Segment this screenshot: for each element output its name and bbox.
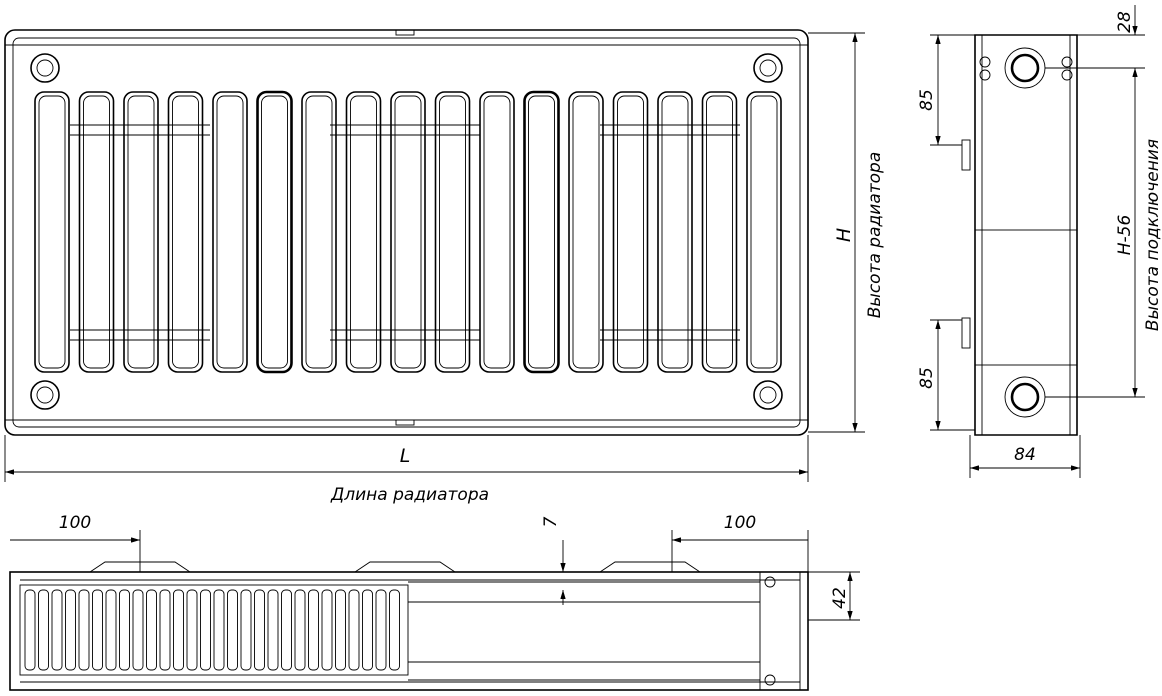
radiator-tube bbox=[256, 90, 293, 374]
gap-dimension: 7 bbox=[541, 516, 561, 527]
length-label: Длина радиатора bbox=[330, 485, 489, 505]
fin bbox=[294, 589, 306, 671]
fin bbox=[146, 589, 157, 671]
fin bbox=[227, 589, 238, 671]
bottom-offset-dimension: 85 bbox=[917, 367, 937, 389]
radiator-tube bbox=[657, 91, 693, 373]
front-view: H Высота радиатора L Длина радиатора bbox=[4, 29, 885, 505]
fin bbox=[186, 589, 198, 671]
fin bbox=[119, 589, 130, 671]
fin bbox=[132, 589, 144, 671]
bolt-icon bbox=[753, 380, 783, 410]
radiator-tube bbox=[345, 91, 382, 373]
fin bbox=[24, 589, 36, 671]
fin bbox=[173, 589, 184, 671]
connection-height-dimension: H-56 bbox=[1115, 215, 1135, 256]
fin bbox=[375, 589, 387, 671]
fin bbox=[389, 589, 400, 671]
fin bbox=[281, 589, 292, 671]
top-view: 100 100 7 42 bbox=[9, 513, 860, 691]
radiator-tube bbox=[123, 91, 159, 373]
fin bbox=[65, 589, 76, 671]
radiator-tube bbox=[701, 91, 738, 373]
radiator-tube bbox=[746, 91, 782, 373]
radiator-inner-frame bbox=[12, 37, 801, 428]
bolt-icon bbox=[30, 53, 60, 83]
fin bbox=[321, 589, 333, 671]
radiator-tube bbox=[523, 90, 560, 374]
bolt-icon bbox=[30, 380, 60, 410]
fin bbox=[92, 589, 103, 671]
radiator-tube bbox=[434, 91, 471, 373]
fin bbox=[38, 589, 49, 671]
radiator-tube bbox=[390, 91, 426, 373]
corner-bolts bbox=[30, 53, 783, 410]
bolt-icon bbox=[753, 53, 783, 83]
fin bbox=[240, 589, 252, 671]
fin bbox=[159, 589, 171, 671]
radiator-tubes bbox=[34, 90, 782, 374]
height-label: Высота радиатора bbox=[865, 152, 885, 319]
radiator-tube bbox=[212, 91, 248, 373]
height-42-dimension: 42 bbox=[830, 587, 850, 609]
fin bbox=[254, 589, 265, 671]
fin bbox=[335, 589, 346, 671]
right-offset-dimension: 100 bbox=[724, 513, 756, 533]
height-symbol: H bbox=[833, 228, 855, 242]
radiator-tube bbox=[301, 91, 337, 373]
fin bbox=[78, 589, 90, 671]
fin bbox=[200, 589, 211, 671]
connection-height-label: Высота подключения bbox=[1143, 139, 1162, 331]
fin bbox=[362, 589, 373, 671]
left-offset-dimension: 100 bbox=[59, 513, 91, 533]
depth-dimension: 84 bbox=[1014, 445, 1036, 465]
fin bbox=[105, 589, 117, 671]
fin bbox=[51, 589, 63, 671]
radiator-tube bbox=[78, 91, 115, 373]
side-view: 85 85 28 H-56 Высота подключения 84 bbox=[917, 5, 1162, 478]
fin bbox=[213, 589, 225, 671]
fin bbox=[308, 589, 319, 671]
radiator-tube bbox=[167, 91, 204, 373]
radiator-tube bbox=[34, 91, 70, 373]
top-margin-dimension: 28 bbox=[1115, 11, 1135, 33]
radiator-tube bbox=[479, 91, 515, 373]
fin bbox=[348, 589, 360, 671]
convection-fins bbox=[24, 589, 400, 671]
radiator-tube bbox=[612, 91, 649, 373]
length-symbol: L bbox=[400, 445, 411, 467]
top-offset-dimension: 85 bbox=[917, 89, 937, 111]
fin bbox=[267, 589, 279, 671]
radiator-tube bbox=[568, 91, 604, 373]
